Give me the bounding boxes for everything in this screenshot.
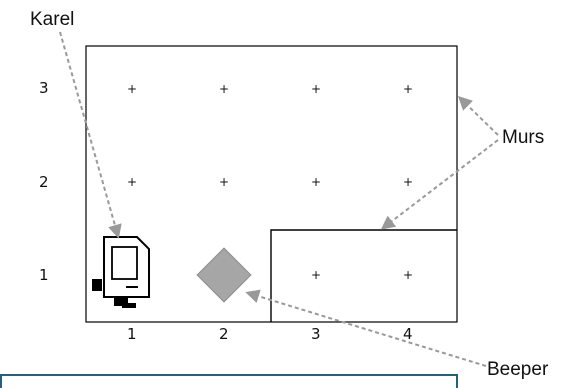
row-label-3: 3	[39, 79, 49, 97]
corner-marker: +	[311, 268, 321, 282]
corner-marker: +	[219, 82, 229, 96]
info-box-frame	[0, 374, 458, 388]
corner-marker: +	[403, 82, 413, 96]
beeper-diamond-icon	[196, 247, 252, 303]
beeper-label: Beeper	[487, 359, 549, 380]
row-label-2: 2	[39, 173, 49, 191]
karel-arrow	[59, 31, 122, 239]
walls-arrow-top	[457, 96, 499, 136]
corner-marker: +	[311, 175, 321, 189]
callout-arrows	[59, 31, 499, 367]
walls-arrow-inner	[380, 139, 499, 230]
column-label-3: 3	[311, 325, 321, 343]
corner-marker: +	[127, 82, 137, 96]
beeper-arrow	[245, 289, 487, 367]
corner-marker: +	[403, 175, 413, 189]
karel-robot-icon	[92, 236, 150, 308]
inner-wall	[270, 229, 457, 322]
column-label-4: 4	[403, 325, 413, 343]
corner-marker: +	[127, 175, 137, 189]
column-label-2: 2	[219, 325, 229, 343]
row-label-1: 1	[39, 266, 49, 284]
corner-markers: +++++++++++	[127, 82, 413, 282]
corner-marker: +	[219, 175, 229, 189]
karel-label: Karel	[30, 9, 75, 30]
corner-marker: +	[311, 82, 321, 96]
column-label-1: 1	[127, 325, 137, 343]
corner-marker: +	[403, 268, 413, 282]
walls-label: Murs	[502, 127, 545, 148]
